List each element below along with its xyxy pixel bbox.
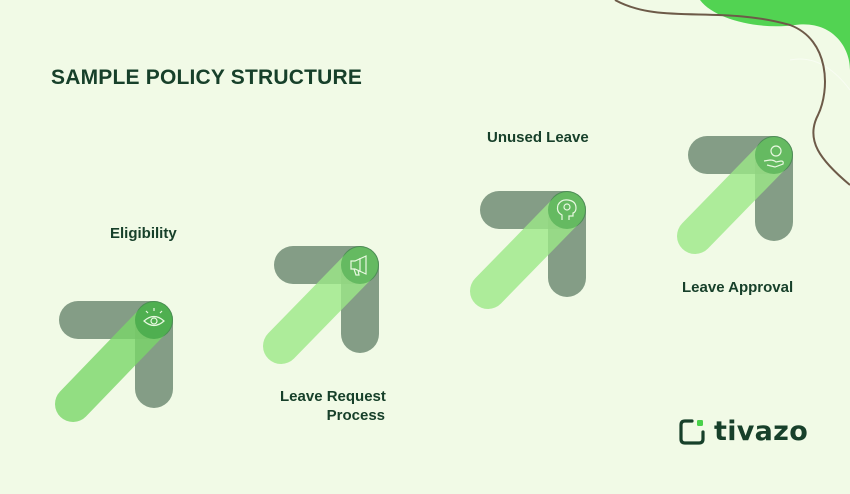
page-title: SAMPLE POLICY STRUCTURE bbox=[51, 66, 363, 89]
megaphone-icon bbox=[350, 255, 367, 276]
brand-name: tivazo bbox=[714, 416, 809, 447]
brain-icon bbox=[556, 199, 577, 220]
brand-logo: tivazo bbox=[678, 416, 808, 447]
step-label-line-1: Leave Request bbox=[280, 388, 386, 405]
step-label-eligibility: Eligibility bbox=[110, 225, 177, 242]
step-label-unused-leave: Unused Leave bbox=[487, 129, 589, 146]
tivazo-logo-icon bbox=[679, 418, 705, 445]
hand-coin-icon bbox=[763, 145, 784, 168]
eye-icon bbox=[143, 308, 165, 327]
step-label-leave-approval: Leave Approval bbox=[682, 279, 794, 296]
step-label-line-2: Process bbox=[326, 407, 385, 424]
step-label-leave-request: Leave Request Process bbox=[280, 387, 386, 425]
